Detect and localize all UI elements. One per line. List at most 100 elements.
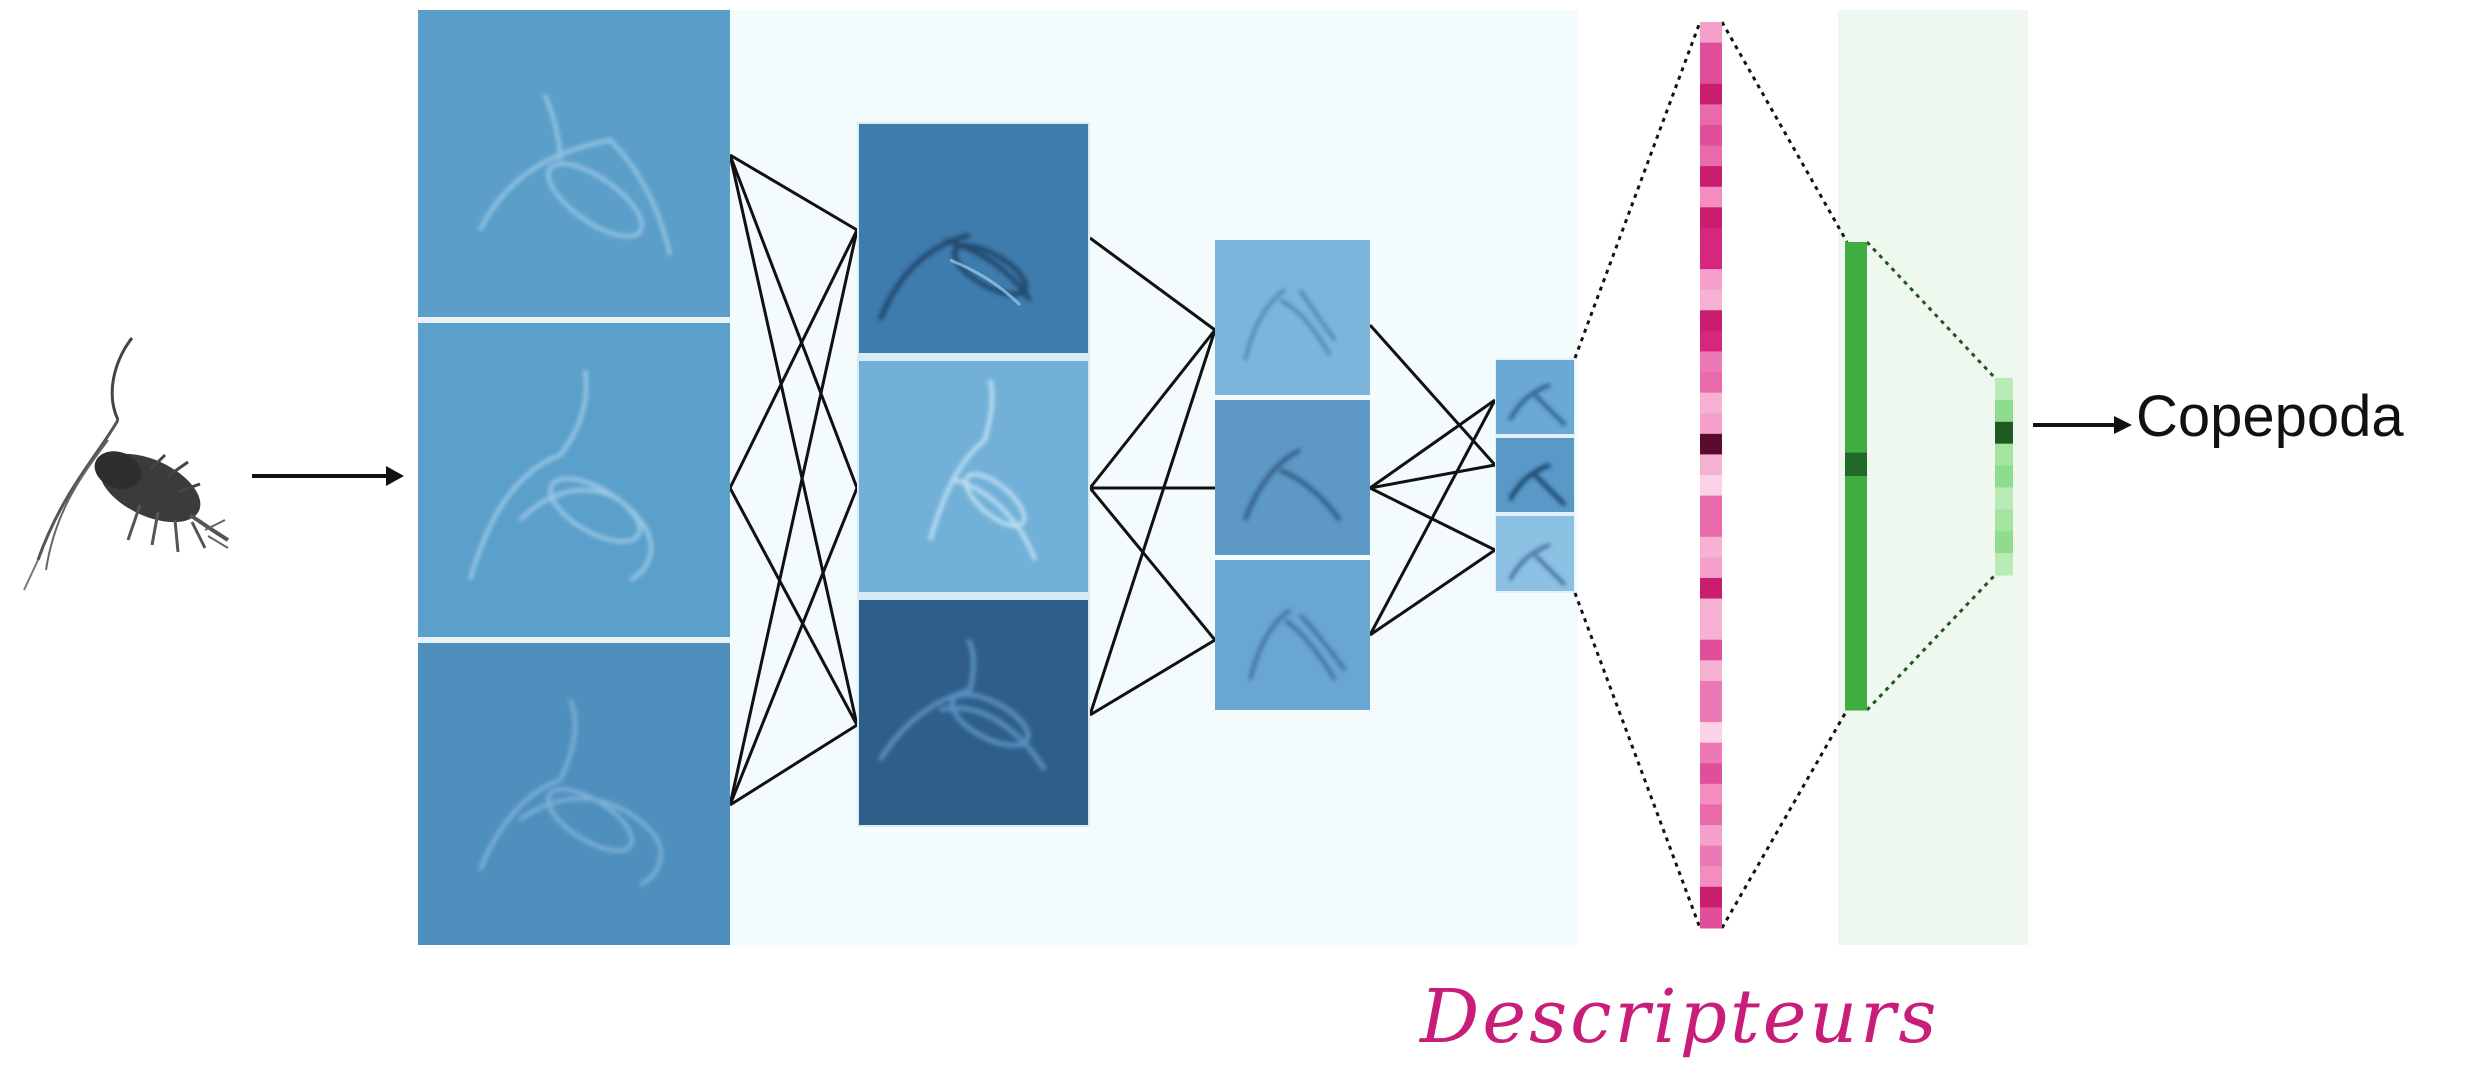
- hidden-cell: [1845, 359, 1867, 383]
- descriptor-cell: [1700, 701, 1722, 723]
- hidden-cell: [1845, 686, 1867, 711]
- descriptor-cell: [1700, 145, 1722, 167]
- descriptor-cell: [1700, 619, 1722, 641]
- descriptor-cell: [1700, 763, 1722, 785]
- hidden-vector: [1845, 242, 1867, 711]
- descriptor-cell: [1700, 124, 1722, 147]
- descriptor-cell: [1700, 413, 1722, 435]
- descriptor-cell: [1700, 433, 1722, 455]
- stage1-separator-2: [418, 637, 730, 643]
- descriptor-label: Descripteurs: [1420, 974, 1940, 1060]
- stage3-map-1: [1215, 240, 1370, 395]
- descriptor-cell: [1700, 207, 1722, 229]
- descriptor-cell: [1700, 104, 1722, 126]
- hidden-cell: [1845, 546, 1867, 571]
- stage2-feature-maps: [857, 122, 1090, 827]
- stage3-map-2: [1215, 400, 1370, 555]
- output-cell: [1995, 399, 2013, 423]
- hidden-cell: [1845, 452, 1867, 477]
- descriptor-cell: [1700, 351, 1722, 373]
- output-cell: [1995, 553, 2013, 576]
- descriptor-cell: [1700, 372, 1722, 394]
- stage1-feature-maps: [418, 10, 730, 945]
- descriptor-cell: [1700, 804, 1722, 826]
- stage1-separator-1: [418, 317, 730, 323]
- stage4-map-1: [1496, 360, 1574, 434]
- descriptor-cell: [1700, 289, 1722, 311]
- stage4-feature-maps: [1495, 358, 1575, 593]
- descriptor-cell: [1700, 680, 1722, 702]
- stage3-feature-maps: [1215, 240, 1370, 710]
- hidden-cell: [1845, 382, 1867, 407]
- descriptor-cell: [1700, 722, 1722, 744]
- descriptor-cell: [1700, 42, 1722, 64]
- hidden-cell: [1845, 522, 1867, 547]
- hidden-cell: [1845, 405, 1867, 430]
- output-cell: [1995, 487, 2013, 510]
- descriptor-cell: [1700, 907, 1722, 929]
- descriptor-cell: [1700, 475, 1722, 497]
- descriptor-cell: [1700, 783, 1722, 805]
- descriptor-cell: [1700, 227, 1722, 249]
- descriptor-cell: [1700, 330, 1722, 352]
- copepod-icon: [23, 337, 230, 591]
- descriptor-cell: [1700, 742, 1722, 764]
- output-vector: [1995, 378, 2013, 576]
- hidden-cell: [1845, 639, 1867, 664]
- output-arrow: [2033, 416, 2132, 434]
- output-cell: [1995, 443, 2013, 467]
- stage1-map-2: [418, 323, 730, 637]
- descriptor-cell: [1700, 660, 1722, 682]
- hidden-cell: [1845, 312, 1867, 337]
- descriptor-cell: [1700, 845, 1722, 867]
- descriptor-cell: [1700, 22, 1722, 44]
- hidden-cell: [1845, 476, 1867, 500]
- hidden-cell: [1845, 569, 1867, 594]
- descriptor-cell: [1700, 536, 1722, 558]
- descriptor-cell: [1700, 63, 1722, 85]
- stage1-map-3: [418, 643, 730, 945]
- stage2-map-3: [859, 600, 1088, 825]
- descriptor-cell: [1700, 454, 1722, 476]
- descriptor-cell: [1700, 166, 1722, 188]
- hidden-cell: [1845, 593, 1867, 617]
- output-cell: [1995, 531, 2013, 554]
- stage4-map-3: [1496, 516, 1574, 591]
- descriptor-cell: [1700, 866, 1722, 888]
- descriptor-cell: [1700, 886, 1722, 908]
- descriptor-cell: [1700, 516, 1722, 538]
- stage3-map-3: [1215, 560, 1370, 710]
- output-expansion-lines: [1865, 240, 1997, 712]
- hidden-cell: [1845, 616, 1867, 641]
- descriptor-cell: [1700, 577, 1722, 600]
- hidden-cell: [1845, 499, 1867, 524]
- descriptor-cell: [1700, 83, 1722, 105]
- stage2-map-1: [859, 124, 1088, 353]
- descriptor-cell: [1700, 186, 1722, 208]
- descriptor-cell: [1700, 825, 1722, 847]
- hidden-cell: [1845, 429, 1867, 454]
- input-arrow: [252, 466, 404, 486]
- descriptor-vector: [1700, 22, 1722, 929]
- connectors-stage3-stage4: [1368, 324, 1497, 637]
- hidden-cell: [1845, 265, 1867, 290]
- descriptor-expansion-lines: [1573, 21, 1849, 929]
- descriptor-cell: [1700, 310, 1722, 332]
- class-label: Copepoda: [2136, 384, 2404, 449]
- descriptor-cell: [1700, 557, 1722, 579]
- descriptor-cell: [1700, 269, 1722, 291]
- output-cell: [1995, 378, 2013, 401]
- hidden-cell: [1845, 242, 1867, 266]
- hidden-cell: [1845, 288, 1867, 313]
- stage4-map-2: [1496, 438, 1574, 512]
- connectors-stage1-stage2: [728, 153, 859, 807]
- descriptor-cell: [1700, 495, 1722, 517]
- stage2-map-2: [859, 361, 1088, 592]
- descriptor-cell: [1700, 598, 1722, 620]
- output-cell: [1995, 421, 2013, 445]
- output-cell: [1995, 465, 2013, 488]
- descriptor-cell: [1700, 392, 1722, 414]
- connectors-stage2-stage3: [1088, 236, 1217, 717]
- hidden-cell: [1845, 335, 1867, 360]
